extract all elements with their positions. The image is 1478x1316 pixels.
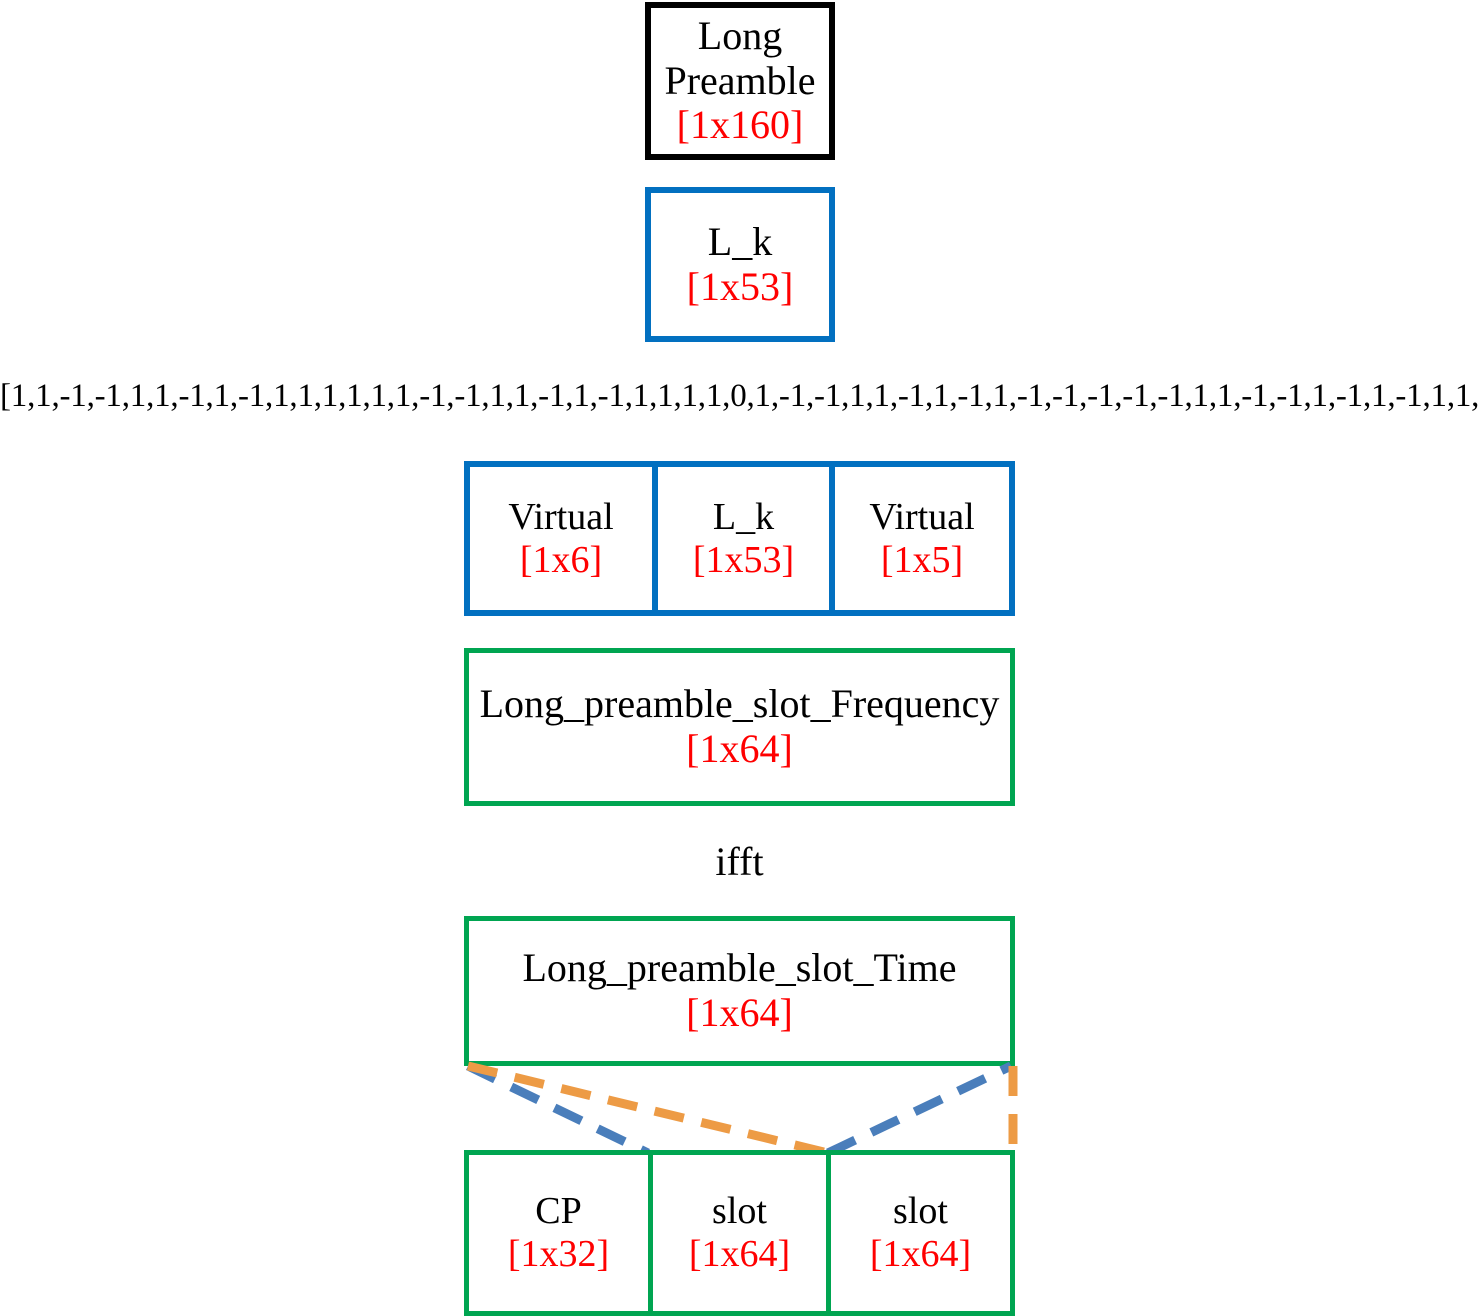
virtual-left-label: Virtual	[508, 495, 614, 538]
l-k-dim: [1x53]	[686, 263, 794, 309]
connector-orange-diagonal	[466, 1061, 830, 1158]
slot-1-cell: slot [1x64]	[648, 1155, 826, 1311]
l-k-box: L_k [1x53]	[645, 187, 835, 342]
long-preamble-box: Long Preamble [1x160]	[645, 2, 835, 160]
cp-cell: CP [1x32]	[469, 1155, 648, 1311]
virtual-right-cell: Virtual [1x5]	[829, 467, 1009, 610]
long-preamble-dim: [1x160]	[676, 102, 804, 148]
frequency-box-label: Long_preamble_slot_Frequency	[479, 681, 1000, 727]
virtual-left-dim: [1x6]	[519, 538, 603, 581]
slot-2-label: slot	[893, 1190, 948, 1233]
l-k-cell-dim: [1x53]	[692, 538, 795, 581]
long-preamble-slot-time-box: Long_preamble_slot_Time [1x64]	[464, 916, 1015, 1066]
virtual-right-label: Virtual	[869, 495, 975, 538]
slot-1-dim: [1x64]	[688, 1233, 791, 1275]
cp-label: CP	[535, 1190, 582, 1233]
ifft-label: ifft	[715, 839, 764, 884]
time-box-label: Long_preamble_slot_Time	[522, 945, 957, 991]
time-domain-slot-row: CP [1x32] slot [1x64] slot [1x64]	[464, 1150, 1015, 1316]
long-preamble-label-line1: Long	[697, 12, 783, 58]
time-box-dim: [1x64]	[686, 990, 793, 1035]
virtual-right-dim: [1x5]	[880, 538, 964, 581]
cp-dim: [1x32]	[507, 1233, 610, 1275]
virtual-left-cell: Virtual [1x6]	[470, 467, 652, 610]
long-preamble-slot-frequency-box: Long_preamble_slot_Frequency [1x64]	[464, 648, 1015, 806]
frequency-mapping-row: Virtual [1x6] L_k [1x53] Virtual [1x5]	[464, 461, 1015, 616]
l-k-cell: L_k [1x53]	[652, 467, 829, 610]
frequency-box-dim: [1x64]	[686, 726, 793, 771]
connector-blue-right	[826, 1061, 1013, 1158]
l-k-label: L_k	[707, 218, 773, 264]
slot-1-label: slot	[712, 1190, 767, 1233]
connector-blue-left	[466, 1061, 650, 1158]
long-preamble-label-line2: Preamble	[664, 57, 816, 103]
slot-2-cell: slot [1x64]	[826, 1155, 1010, 1311]
l-k-cell-label: L_k	[712, 495, 775, 538]
l-k-sequence-values: [1,1,-1,-1,1,1,-1,1,-1,1,1,1,1,1,1,-1,-1…	[0, 378, 1478, 414]
slot-2-dim: [1x64]	[869, 1233, 972, 1275]
